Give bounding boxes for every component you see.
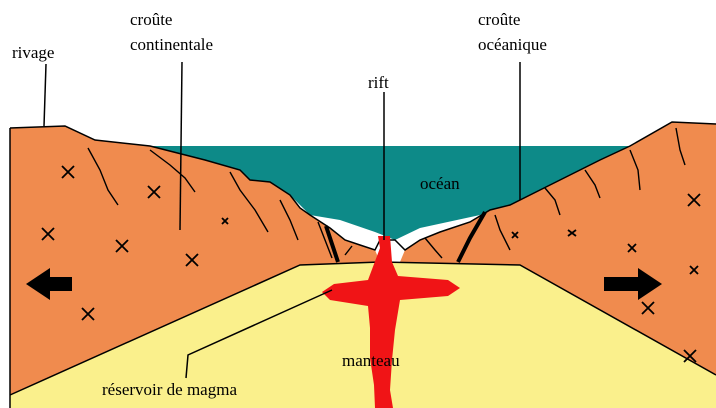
rivage-leader (44, 64, 46, 126)
label-rift: rift (368, 73, 389, 92)
label-reservoir: réservoir de magma (102, 380, 237, 399)
label-croute-continentale-2: continentale (130, 35, 213, 54)
label-rivage: rivage (12, 43, 54, 62)
label-croute-oceanique-1: croûte (478, 10, 520, 29)
label-croute-oceanique-2: océanique (478, 35, 547, 54)
label-manteau: manteau (342, 351, 400, 370)
label-ocean: océan (420, 174, 460, 193)
label-croute-continentale-1: croûte (130, 10, 172, 29)
